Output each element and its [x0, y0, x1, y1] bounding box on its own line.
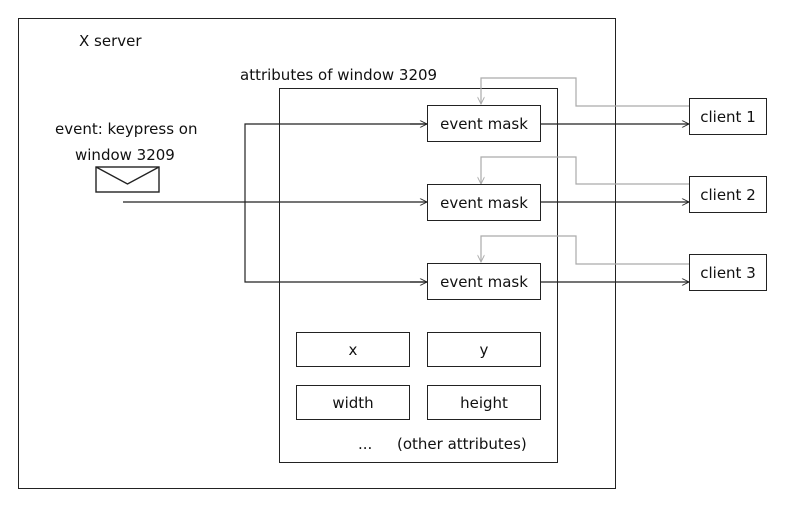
client-3-box: client 3: [689, 254, 767, 291]
feedback-line-client-2: [481, 156, 689, 184]
other-attributes-label: (other attributes): [397, 435, 527, 453]
event-branch-line: [244, 123, 427, 283]
envelope-icon: [95, 166, 160, 193]
attribute-width-label: width: [332, 393, 374, 412]
feedback-line-client-3: [481, 235, 689, 265]
event-mask-label: event mask: [440, 193, 528, 212]
client-1-box: client 1: [689, 98, 767, 135]
event-label-line2: window 3209: [75, 146, 175, 164]
event-mask-box-1: event mask: [427, 105, 541, 142]
event-mask-label: event mask: [440, 272, 528, 291]
attribute-y-label: y: [479, 340, 489, 359]
attribute-x-box: x: [296, 332, 410, 367]
event-mask-label: event mask: [440, 114, 528, 133]
attribute-ellipsis: ...: [358, 435, 373, 453]
client-1-label: client 1: [700, 107, 756, 126]
window-attributes-label: attributes of window 3209: [240, 66, 438, 84]
client-3-label: client 3: [700, 263, 756, 282]
attribute-y-box: y: [427, 332, 541, 367]
x-server-label: X server: [79, 32, 142, 50]
attribute-height-label: height: [460, 393, 508, 412]
attribute-width-box: width: [296, 385, 410, 420]
event-mask-box-3: event mask: [427, 263, 541, 300]
event-mask-box-2: event mask: [427, 184, 541, 221]
client-2-label: client 2: [700, 185, 756, 204]
feedback-line-client-1: [481, 77, 689, 107]
attribute-height-box: height: [427, 385, 541, 420]
client-2-box: client 2: [689, 176, 767, 213]
event-label-line1: event: keypress on: [55, 120, 198, 138]
attribute-x-label: x: [348, 340, 358, 359]
